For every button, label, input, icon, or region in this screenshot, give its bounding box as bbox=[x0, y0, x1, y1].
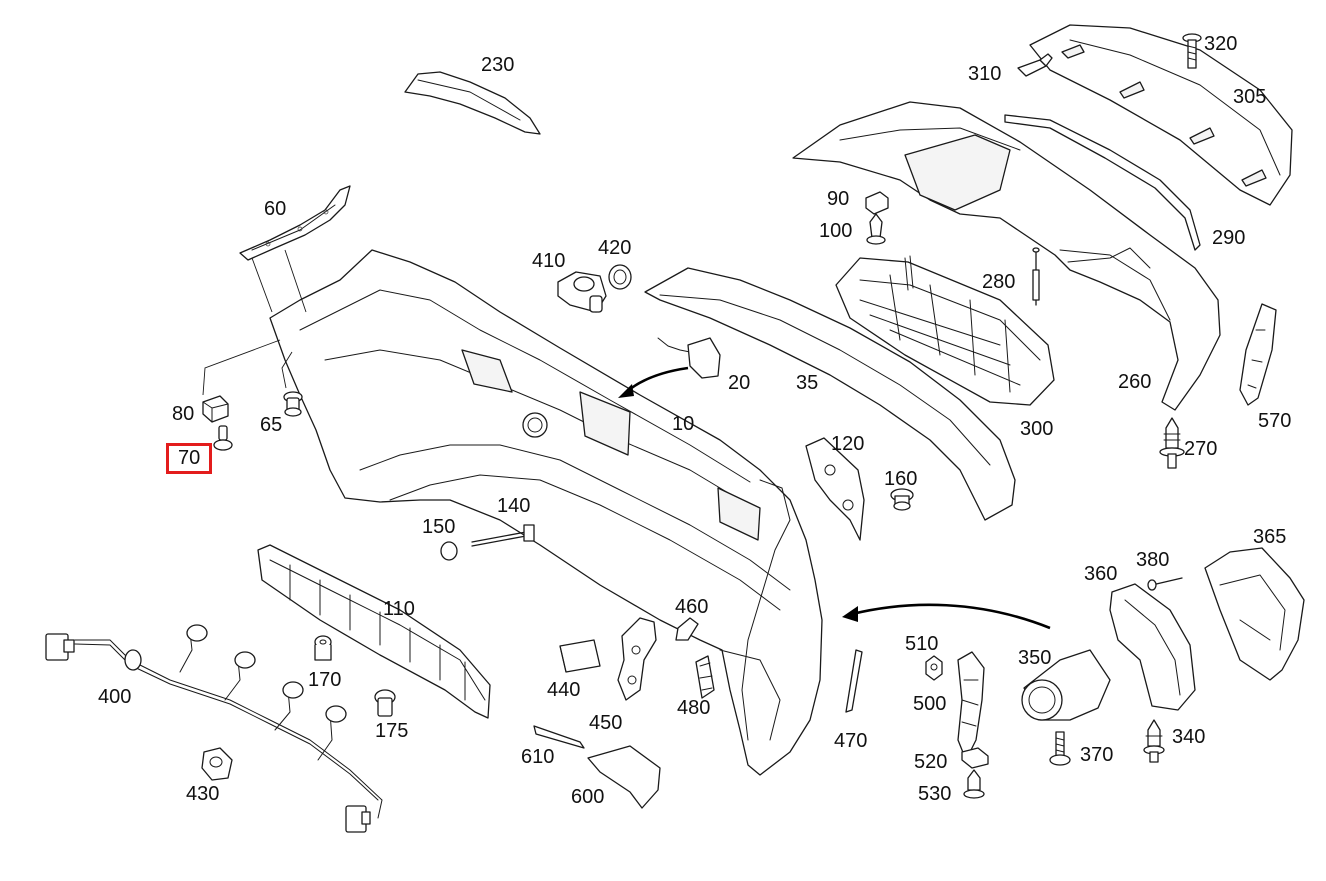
part-175-grommet[interactable] bbox=[374, 689, 396, 717]
part-350-exhaust-tip[interactable] bbox=[1021, 649, 1111, 721]
part-500-bracket[interactable] bbox=[957, 651, 985, 761]
part-370-bolt[interactable] bbox=[1049, 731, 1071, 766]
label-35[interactable]: 35 bbox=[796, 372, 819, 394]
label-600[interactable]: 600 bbox=[571, 786, 605, 808]
label-610[interactable]: 610 bbox=[521, 746, 555, 768]
part-170-clip-nut[interactable] bbox=[314, 635, 332, 661]
part-510-nut[interactable] bbox=[925, 655, 943, 681]
part-300-grille[interactable] bbox=[835, 255, 1055, 406]
label-340[interactable]: 340 bbox=[1172, 726, 1206, 748]
part-420-ring[interactable] bbox=[608, 264, 632, 290]
part-460-sensor[interactable] bbox=[675, 617, 699, 641]
part-430-sensor[interactable] bbox=[201, 747, 233, 781]
part-440-control-unit[interactable] bbox=[559, 639, 601, 673]
part-480-plate[interactable] bbox=[695, 655, 715, 699]
part-280-rivet[interactable] bbox=[1032, 247, 1040, 306]
part-65-grommet[interactable] bbox=[283, 391, 303, 417]
label-310[interactable]: 310 bbox=[968, 63, 1002, 85]
part-320-bolt[interactable] bbox=[1182, 33, 1202, 69]
label-120[interactable]: 120 bbox=[831, 433, 865, 455]
label-140[interactable]: 140 bbox=[497, 495, 531, 517]
label-360[interactable]: 360 bbox=[1084, 563, 1118, 585]
label-420[interactable]: 420 bbox=[598, 237, 632, 259]
part-80-clip[interactable] bbox=[202, 395, 229, 423]
part-450-bracket[interactable] bbox=[617, 617, 657, 701]
label-305[interactable]: 305 bbox=[1233, 86, 1267, 108]
label-160[interactable]: 160 bbox=[884, 468, 918, 490]
label-440[interactable]: 440 bbox=[547, 679, 581, 701]
label-70-highlighted[interactable]: 70 bbox=[166, 443, 213, 474]
part-90-nut[interactable] bbox=[865, 191, 889, 215]
part-310-clip[interactable] bbox=[1017, 53, 1053, 77]
part-610-strip[interactable] bbox=[533, 725, 585, 749]
label-450[interactable]: 450 bbox=[589, 712, 623, 734]
label-500[interactable]: 500 bbox=[913, 693, 947, 715]
label-410[interactable]: 410 bbox=[532, 250, 566, 272]
part-340-clip[interactable] bbox=[1143, 719, 1165, 763]
label-300[interactable]: 300 bbox=[1020, 418, 1054, 440]
part-530-screw[interactable] bbox=[963, 769, 985, 799]
label-380[interactable]: 380 bbox=[1136, 549, 1170, 571]
part-305-spoiler[interactable] bbox=[1029, 24, 1293, 206]
label-470[interactable]: 470 bbox=[834, 730, 868, 752]
part-70-screw[interactable] bbox=[213, 425, 233, 451]
label-320[interactable]: 320 bbox=[1204, 33, 1238, 55]
label-510[interactable]: 510 bbox=[905, 633, 939, 655]
part-150-washer[interactable] bbox=[440, 541, 458, 561]
label-530[interactable]: 530 bbox=[918, 783, 952, 805]
label-175[interactable]: 175 bbox=[375, 720, 409, 742]
label-270[interactable]: 270 bbox=[1184, 438, 1218, 460]
label-400[interactable]: 400 bbox=[98, 686, 132, 708]
part-400-wiring-harness[interactable] bbox=[45, 624, 383, 833]
part-290-seal[interactable] bbox=[1004, 114, 1201, 251]
label-20[interactable]: 20 bbox=[728, 372, 751, 394]
label-90[interactable]: 90 bbox=[827, 188, 850, 210]
label-460[interactable]: 460 bbox=[675, 596, 709, 618]
label-480[interactable]: 480 bbox=[677, 697, 711, 719]
label-520[interactable]: 520 bbox=[914, 751, 948, 773]
part-100-clip[interactable] bbox=[866, 213, 886, 245]
label-60[interactable]: 60 bbox=[264, 198, 287, 220]
label-370[interactable]: 370 bbox=[1080, 744, 1114, 766]
label-110[interactable]: 110 bbox=[383, 598, 415, 620]
part-520-clip[interactable] bbox=[961, 747, 989, 769]
part-360-exhaust-bracket[interactable] bbox=[1109, 583, 1196, 711]
part-270-clip[interactable] bbox=[1159, 417, 1185, 469]
label-570[interactable]: 570 bbox=[1258, 410, 1292, 432]
part-140-tow-bolt[interactable] bbox=[471, 524, 535, 547]
part-160-grommet[interactable] bbox=[890, 488, 914, 511]
part-380-screw[interactable] bbox=[1147, 577, 1183, 591]
label-80[interactable]: 80 bbox=[172, 403, 195, 425]
label-150[interactable]: 150 bbox=[422, 516, 456, 538]
part-20-tow-cover[interactable] bbox=[657, 337, 721, 379]
label-290[interactable]: 290 bbox=[1212, 227, 1246, 249]
part-260-diffuser[interactable] bbox=[792, 101, 1221, 411]
label-350[interactable]: 350 bbox=[1018, 647, 1052, 669]
label-365[interactable]: 365 bbox=[1253, 526, 1287, 548]
part-365-exhaust-shroud[interactable] bbox=[1204, 547, 1305, 681]
part-110-energy-absorber[interactable] bbox=[257, 544, 491, 719]
label-65[interactable]: 65 bbox=[260, 414, 283, 436]
label-10[interactable]: 10 bbox=[672, 413, 695, 435]
part-470-trim-strip[interactable] bbox=[845, 649, 863, 713]
part-410-sensor-holder[interactable] bbox=[557, 271, 607, 313]
label-170[interactable]: 170 bbox=[308, 669, 342, 691]
part-10-bumper-cover[interactable] bbox=[269, 249, 823, 776]
part-120-side-bracket[interactable] bbox=[805, 437, 865, 541]
part-35-lower-trim[interactable] bbox=[644, 267, 1016, 521]
part-600-flap[interactable] bbox=[587, 745, 661, 809]
label-230[interactable]: 230 bbox=[481, 54, 515, 76]
label-430[interactable]: 430 bbox=[186, 783, 220, 805]
part-230-deflector[interactable] bbox=[404, 71, 541, 135]
label-280[interactable]: 280 bbox=[982, 271, 1016, 293]
label-100[interactable]: 100 bbox=[819, 220, 853, 242]
part-60-bracket[interactable] bbox=[239, 185, 351, 261]
label-260[interactable]: 260 bbox=[1118, 371, 1152, 393]
part-570-reflector[interactable] bbox=[1239, 303, 1277, 406]
